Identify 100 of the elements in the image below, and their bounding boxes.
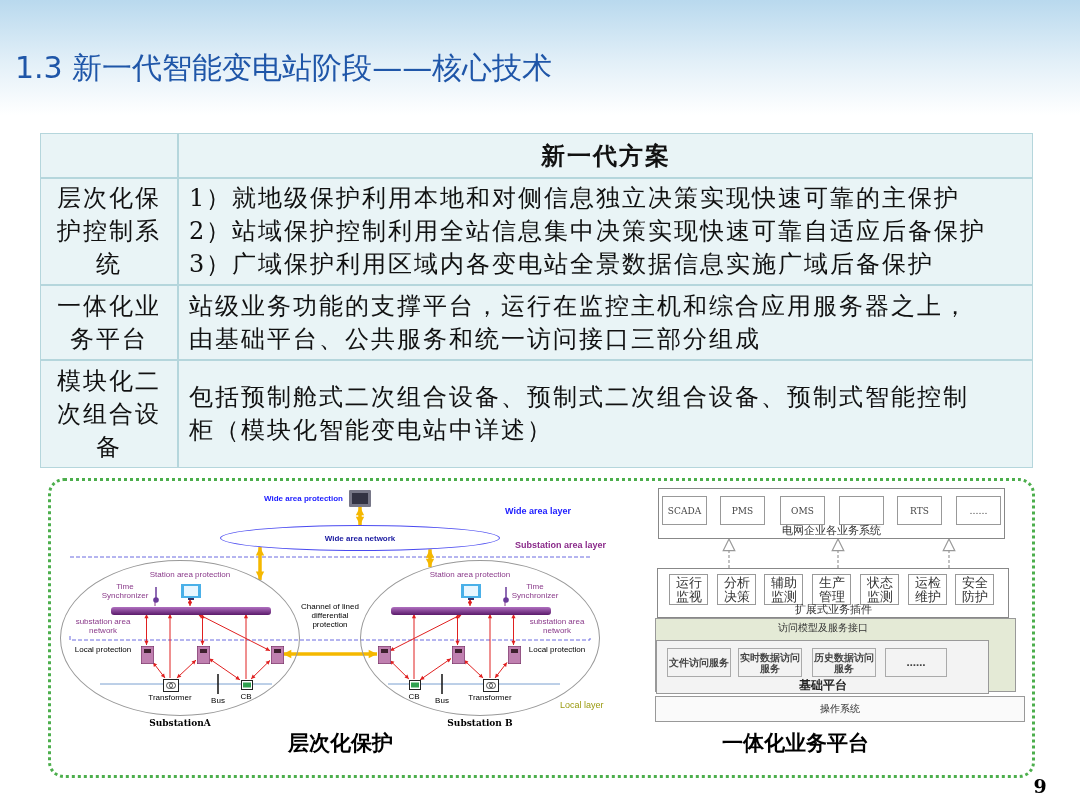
monitor-icon bbox=[461, 584, 481, 600]
arrow bbox=[411, 613, 417, 680]
monitor-icon bbox=[181, 584, 201, 600]
page-number: 9 bbox=[1032, 776, 1048, 798]
table-cell: 新一代方案 bbox=[178, 133, 1033, 178]
relay-icon bbox=[508, 646, 521, 664]
arrow bbox=[389, 659, 410, 680]
transformer-symbol bbox=[483, 679, 499, 692]
arrow bbox=[208, 658, 241, 681]
arrow bbox=[355, 507, 365, 525]
device-label: Station area protection bbox=[148, 570, 232, 580]
device-label: Wide area protection bbox=[262, 494, 343, 504]
slide-title: 1.3 新一代智能变电站阶段——核心技术 bbox=[15, 49, 553, 87]
panel-caption: 扩展式业务插件 bbox=[794, 604, 872, 616]
layer-label: Local layer bbox=[560, 700, 605, 711]
arrow bbox=[250, 659, 271, 680]
plugin-box: 分析决策 bbox=[717, 574, 756, 605]
service-box: 历史数据访问服务 bbox=[812, 648, 876, 677]
device-label: substation area network bbox=[528, 617, 586, 636]
system-box: PMS bbox=[720, 496, 765, 525]
substation-label: Substation B bbox=[446, 718, 514, 729]
service-box: 实时数据访问服务 bbox=[738, 648, 802, 677]
device-label: Local protection bbox=[73, 645, 133, 655]
service-box: …… bbox=[885, 648, 947, 677]
transformer-symbol bbox=[163, 679, 179, 692]
arrow bbox=[722, 538, 736, 569]
arrow bbox=[942, 538, 956, 569]
edge-label: Channel of lined differential protection bbox=[300, 602, 360, 630]
relay-icon bbox=[378, 646, 391, 664]
relay-icon bbox=[197, 646, 210, 664]
device-label: CB bbox=[239, 692, 253, 702]
device-label: Station area protection bbox=[428, 570, 512, 580]
arrow bbox=[463, 659, 484, 679]
panel-caption: 电网企业各业务系统 bbox=[781, 525, 882, 537]
table-cell: 包括预制舱式二次组合设备、预制式二次组合设备、预制式智能控制柜（模块化智能变电站中详述） bbox=[178, 360, 1033, 468]
plugin-box: 安全防护 bbox=[955, 574, 994, 605]
interface-band bbox=[655, 618, 1016, 692]
arrow bbox=[167, 613, 173, 679]
plugin-box: 生产管理 bbox=[812, 574, 851, 605]
arrow bbox=[511, 613, 516, 646]
system-box: SCADA bbox=[662, 496, 707, 525]
arrow bbox=[283, 649, 377, 659]
arrow bbox=[831, 538, 845, 569]
arrow bbox=[467, 598, 473, 607]
system-box: RTS bbox=[897, 496, 942, 525]
plugin-box: 状态监测 bbox=[860, 574, 899, 605]
arrow bbox=[425, 549, 435, 568]
list-item: 3）广域保护利用区域内各变电站全景数据信息实施广域后备保护 bbox=[189, 249, 935, 280]
network-bar bbox=[111, 607, 271, 615]
table-cell: 模块化二次组合设备 bbox=[40, 360, 178, 468]
platform-panel bbox=[656, 640, 989, 694]
breaker-symbol bbox=[241, 680, 253, 690]
device-label: Time Synchronizer bbox=[510, 582, 560, 601]
list-item: 1）就地级保护利用本地和对侧信息独立决策实现快速可靠的主保护 bbox=[189, 183, 961, 214]
layer-label: Wide area layer bbox=[505, 506, 572, 517]
figure-caption: 层次化保护 bbox=[286, 731, 394, 756]
system-box bbox=[839, 496, 884, 525]
arrow bbox=[455, 613, 460, 646]
breaker-symbol bbox=[409, 680, 421, 690]
arrow bbox=[187, 598, 193, 607]
layer-label: Substation area layer bbox=[515, 540, 608, 551]
device-label: substation area network bbox=[74, 617, 132, 636]
table-cell: 层次化保护控制系统 bbox=[40, 178, 178, 285]
device-label: CB bbox=[407, 692, 421, 702]
system-box: …… bbox=[956, 496, 1001, 525]
os-box: 操作系统 bbox=[655, 696, 1025, 722]
arrow bbox=[389, 613, 463, 652]
service-box: 文件访问服务 bbox=[667, 648, 731, 677]
bus-label: Bus bbox=[210, 696, 226, 706]
panel-caption: 基础平台 bbox=[797, 678, 848, 692]
device-label: Time Synchronizer bbox=[100, 582, 150, 601]
relay-icon bbox=[141, 646, 154, 664]
antenna-icon bbox=[503, 587, 509, 603]
arrow bbox=[176, 659, 197, 679]
list-item: 2）站域保护控制利用全站信息集中决策实现快速可靠自适应后备保护 bbox=[189, 216, 987, 247]
device-label: Transformer bbox=[468, 693, 512, 703]
relay-icon bbox=[452, 646, 465, 664]
plugin-box: 辅助监测 bbox=[764, 574, 803, 605]
arrow bbox=[152, 661, 166, 679]
relay-icon bbox=[271, 646, 284, 664]
table-cell: 一体化业务平台 bbox=[40, 285, 178, 360]
network-bar bbox=[391, 607, 551, 615]
antenna-icon bbox=[153, 587, 159, 603]
system-box: OMS bbox=[780, 496, 825, 525]
arrow bbox=[200, 613, 205, 646]
substation-label: SubstationA bbox=[148, 718, 212, 729]
arrow bbox=[144, 613, 149, 646]
plugin-box: 运行监视 bbox=[669, 574, 708, 605]
figure-caption: 一体化业务平台 bbox=[720, 731, 870, 756]
computer-icon bbox=[349, 490, 371, 507]
arrow bbox=[494, 661, 508, 679]
system-panel bbox=[658, 488, 1005, 539]
bus-label: Bus bbox=[434, 696, 450, 706]
connector-line bbox=[154, 601, 156, 607]
arrow bbox=[255, 547, 265, 580]
plugin-panel bbox=[657, 568, 1009, 618]
arrow bbox=[243, 613, 249, 680]
plugin-box: 运检维护 bbox=[908, 574, 947, 605]
device-label: Transformer bbox=[148, 693, 192, 703]
device-label: Local protection bbox=[527, 645, 587, 655]
